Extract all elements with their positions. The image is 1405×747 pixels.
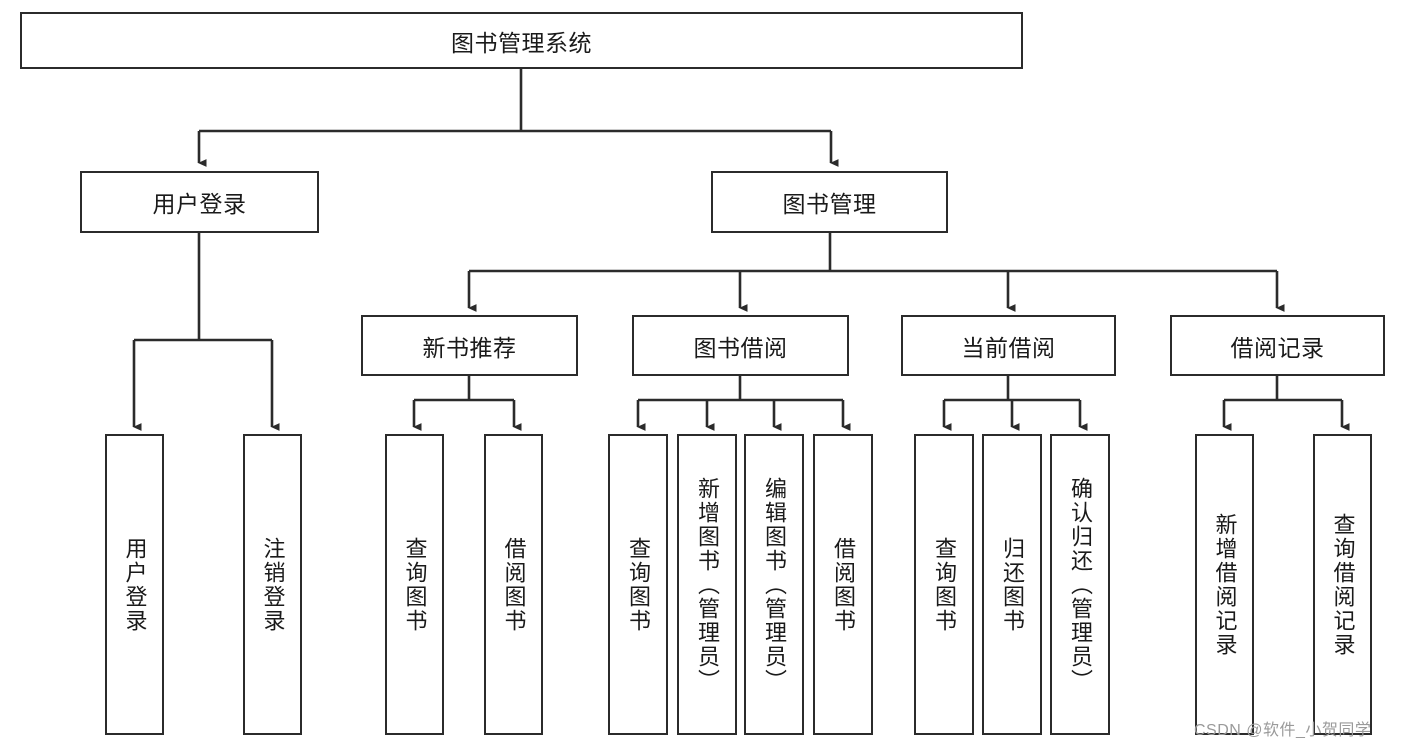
node-root-book-management-system[interactable]: 图书管理系统 [20,12,1023,69]
watermark-text: CSDN @软件_小贺同学 [1194,722,1372,739]
leaf-current-borrow-query-book[interactable]: 查询图书 [914,434,974,735]
leaf-current-borrow-return-book[interactable]: 归还图书 [982,434,1042,735]
node-label: 借阅图书 [830,536,856,633]
leaf-book-borrow-borrow-book[interactable]: 借阅图书 [813,434,873,735]
node-label: 编辑图书（管理员） [761,476,787,693]
node-label: 用户登录 [122,536,148,633]
node-book-borrow[interactable]: 图书借阅 [632,315,849,376]
node-label: 用户登录 [152,191,247,217]
node-label: 查询借阅记录 [1330,512,1356,657]
node-label: 确认归还（管理员） [1067,476,1093,693]
leaf-book-borrow-edit-book-admin[interactable]: 编辑图书（管理员） [744,434,804,735]
node-label: 查询图书 [402,536,428,633]
node-label: 当前借阅 [961,334,1056,361]
node-new-book-recommendation[interactable]: 新书推荐 [361,315,578,376]
leaf-book-borrow-add-book-admin[interactable]: 新增图书（管理员） [677,434,737,735]
node-user-login[interactable]: 用户登录 [80,171,319,233]
leaf-user-login-logout[interactable]: 注销登录 [243,434,302,735]
leaf-user-login-login[interactable]: 用户登录 [105,434,164,735]
node-label: 新书推荐 [422,334,517,361]
node-label: 借阅记录 [1230,334,1325,361]
leaf-borrow-records-query-record[interactable]: 查询借阅记录 [1313,434,1372,735]
node-current-borrow[interactable]: 当前借阅 [901,315,1116,376]
leaf-new-book-query-book[interactable]: 查询图书 [385,434,444,735]
node-label: 注销登录 [260,536,286,633]
node-label: 图书借阅 [693,334,788,361]
node-label: 借阅图书 [501,536,527,633]
node-label: 查询图书 [625,536,651,633]
node-label: 图书管理系统 [451,29,592,56]
leaf-current-borrow-confirm-return-admin[interactable]: 确认归还（管理员） [1050,434,1110,735]
node-label: 图书管理 [782,191,877,217]
node-label: 新增借阅记录 [1212,512,1238,657]
node-borrow-records[interactable]: 借阅记录 [1170,315,1385,376]
leaf-borrow-records-add-record[interactable]: 新增借阅记录 [1195,434,1254,735]
node-label: 查询图书 [931,536,957,633]
node-label: 新增图书（管理员） [694,476,720,693]
node-label: 归还图书 [999,536,1025,633]
node-book-management[interactable]: 图书管理 [711,171,948,233]
leaf-book-borrow-query-book[interactable]: 查询图书 [608,434,668,735]
leaf-new-book-borrow-book[interactable]: 借阅图书 [484,434,543,735]
